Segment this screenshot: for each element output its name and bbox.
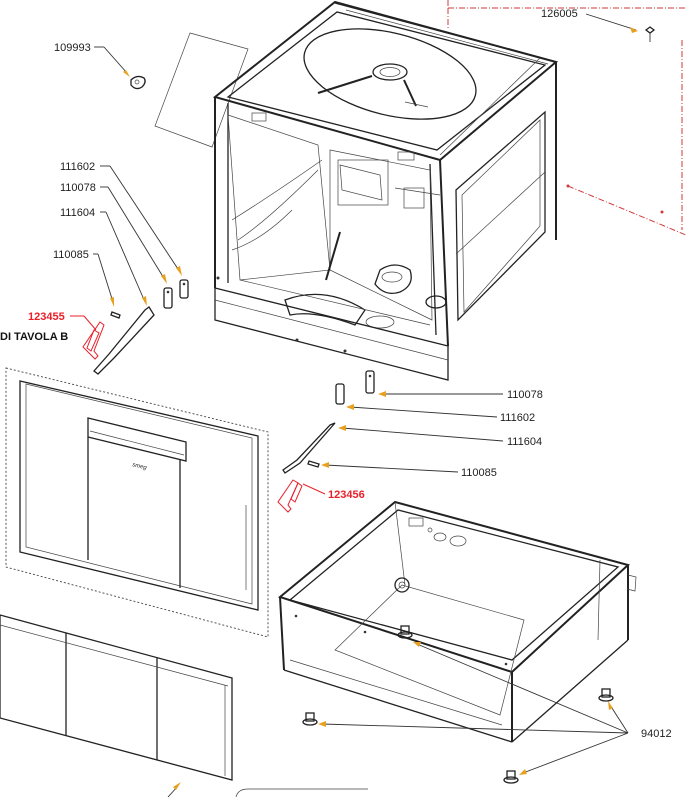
top-sheet bbox=[154, 32, 249, 148]
label-110078-left: 110078 bbox=[60, 182, 96, 194]
label-110078-right: 110078 bbox=[507, 389, 543, 401]
cabinet-body bbox=[212, 0, 559, 381]
left-hinge-assembly bbox=[82, 279, 189, 375]
label-111602-left: 111602 bbox=[60, 161, 95, 173]
base-frame bbox=[277, 500, 637, 743]
reference-frame bbox=[447, 0, 686, 236]
label-111604-right: 111604 bbox=[507, 436, 542, 448]
foot-94012-icons bbox=[302, 625, 614, 784]
label-123455: 123455 bbox=[28, 311, 65, 323]
ref-label-tavola-b: DI TAVOLA B bbox=[0, 331, 68, 343]
screw-126005-icon bbox=[644, 26, 656, 42]
label-109993: 109993 bbox=[54, 42, 91, 54]
label-110085-left: 110085 bbox=[53, 249, 89, 261]
door-brand-logo: smeg bbox=[132, 462, 148, 472]
label-111604-left: 111604 bbox=[60, 207, 95, 219]
label-94012: 94012 bbox=[641, 728, 672, 740]
door-assembly: smeg bbox=[5, 367, 269, 638]
label-111602-right: 111602 bbox=[500, 412, 535, 424]
label-126005: 126005 bbox=[541, 8, 578, 20]
leader-lines bbox=[70, 13, 638, 797]
part-labels: 126005 109993 111602 110078 111604 11008… bbox=[0, 8, 672, 740]
label-123456: 123456 bbox=[328, 489, 365, 501]
lower-panel bbox=[0, 614, 233, 781]
knob-109993-icon bbox=[130, 75, 146, 90]
partial-bottom-shape bbox=[235, 788, 368, 797]
label-110085-right: 110085 bbox=[461, 467, 497, 479]
right-hinge-assembly bbox=[277, 370, 375, 513]
